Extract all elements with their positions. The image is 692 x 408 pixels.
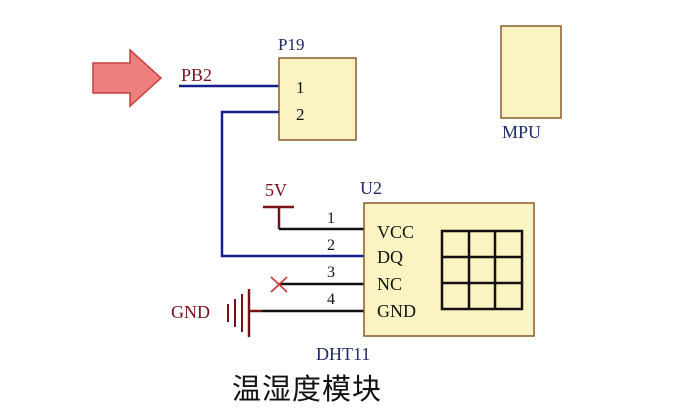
sensor-pin-number-4: 4 — [327, 291, 335, 308]
mpu-chip-label: MPU — [502, 122, 541, 142]
sensor-pin-number-2: 2 — [327, 237, 335, 254]
connector-ref: P19 — [278, 35, 304, 54]
sensor-grille-icon — [440, 229, 524, 311]
sensor-pin-number-3: 3 — [327, 264, 335, 281]
sensor-pin-number-1: 1 — [327, 210, 335, 227]
sensor-pin-name-dq: DQ — [377, 247, 403, 267]
sensor-pin-name-gnd: GND — [377, 301, 416, 321]
ground-label: GND — [171, 302, 210, 322]
connector-pin-2: 2 — [296, 105, 305, 124]
module-caption: 温湿度模块 — [232, 372, 383, 406]
mpu-chip-body — [500, 25, 562, 119]
sensor-body — [363, 202, 535, 337]
connector-pin-1: 1 — [296, 78, 305, 97]
sensor-pin-name-nc: NC — [377, 274, 402, 294]
sensor-pin-name-vcc: VCC — [377, 222, 414, 242]
no-connect-x-icon — [270, 276, 288, 293]
connector-body — [278, 57, 357, 141]
power-label: 5V — [265, 180, 287, 200]
net-label-pb2: PB2 — [181, 65, 212, 85]
sensor-ref: U2 — [360, 178, 382, 198]
ground-symbol-icon — [227, 289, 262, 337]
wire-dq — [220, 110, 364, 258]
right-arrow-icon — [92, 48, 163, 108]
sensor-value: DHT11 — [316, 344, 370, 364]
